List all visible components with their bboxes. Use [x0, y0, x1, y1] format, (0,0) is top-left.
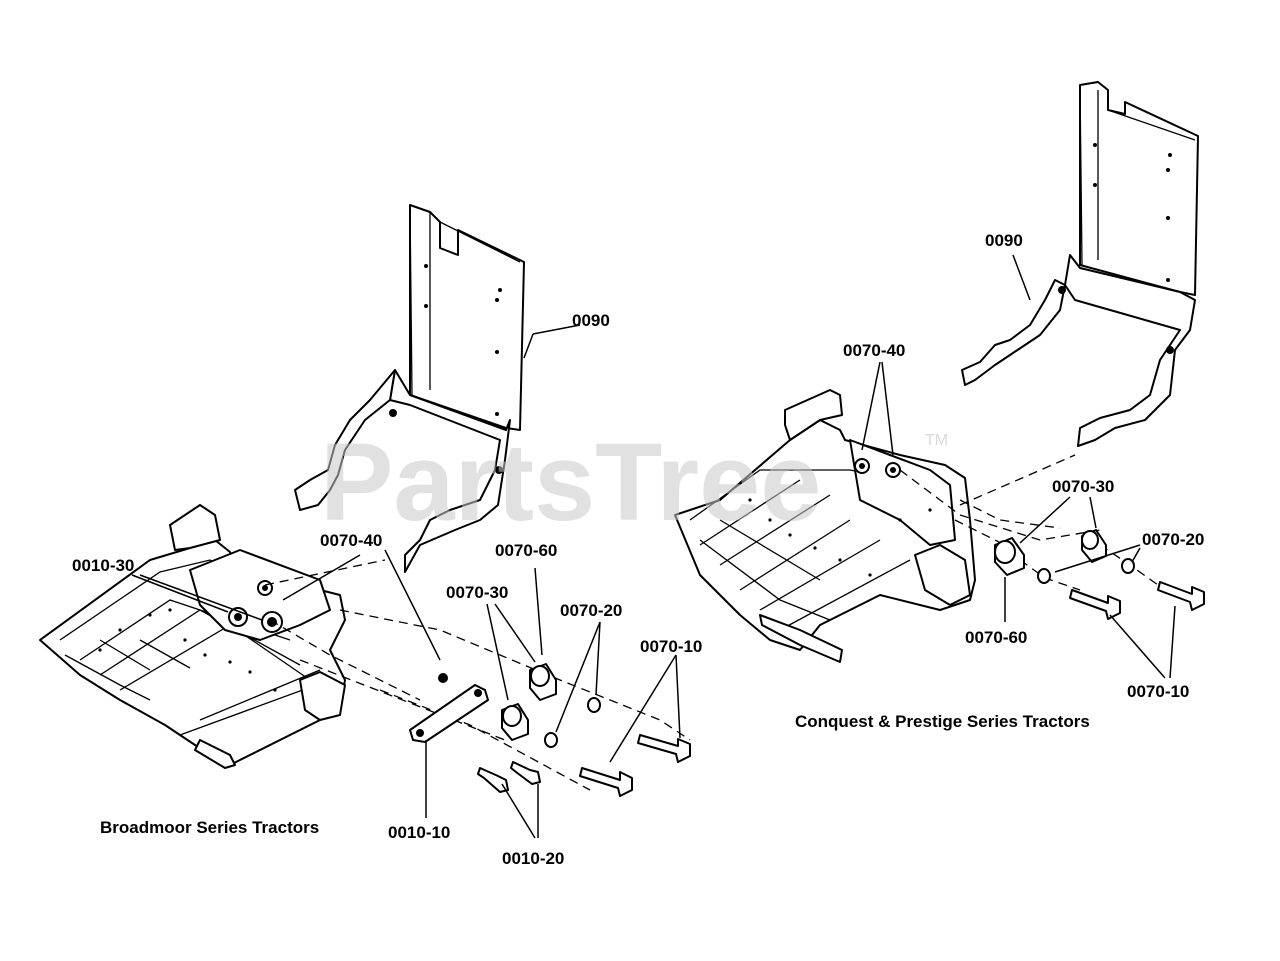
right-callout-0070-60: 0070-60 — [965, 628, 1027, 647]
left-callout-0070-10: 0070-10 — [640, 637, 702, 656]
left-callout-0070-40: 0070-40 — [320, 531, 382, 550]
right-callout-0070-40: 0070-40 — [843, 341, 905, 360]
right-hardware — [861, 254, 1205, 679]
right-seat-panel — [961, 81, 1199, 447]
watermark-text: PartsTree — [320, 421, 821, 544]
right-caption: Conquest & Prestige Series Tractors — [795, 712, 1090, 731]
left-callout-0070-30: 0070-30 — [446, 583, 508, 602]
right-callout-0070-10: 0070-10 — [1127, 682, 1189, 701]
left-callout-0010-20: 0010-20 — [502, 849, 564, 868]
right-callout-0090: 0090 — [985, 231, 1023, 250]
left-callout-0070-20: 0070-20 — [560, 601, 622, 620]
right-callout-0070-20: 0070-20 — [1142, 530, 1204, 549]
left-callout-0070-60: 0070-60 — [495, 541, 557, 560]
left-seat-panel — [294, 204, 525, 573]
right-callout-0070-30: 0070-30 — [1052, 477, 1114, 496]
left-caption: Broadmoor Series Tractors — [100, 818, 319, 837]
left-callout-0090: 0090 — [572, 311, 610, 330]
left-callout-0010-10: 0010-10 — [388, 823, 450, 842]
watermark-trademark: TM — [925, 432, 948, 449]
left-tractor-frame — [39, 504, 346, 769]
left-hardware — [131, 324, 691, 839]
left-callout-0010-30: 0010-30 — [72, 556, 134, 575]
right-tractor-frame — [674, 389, 976, 663]
